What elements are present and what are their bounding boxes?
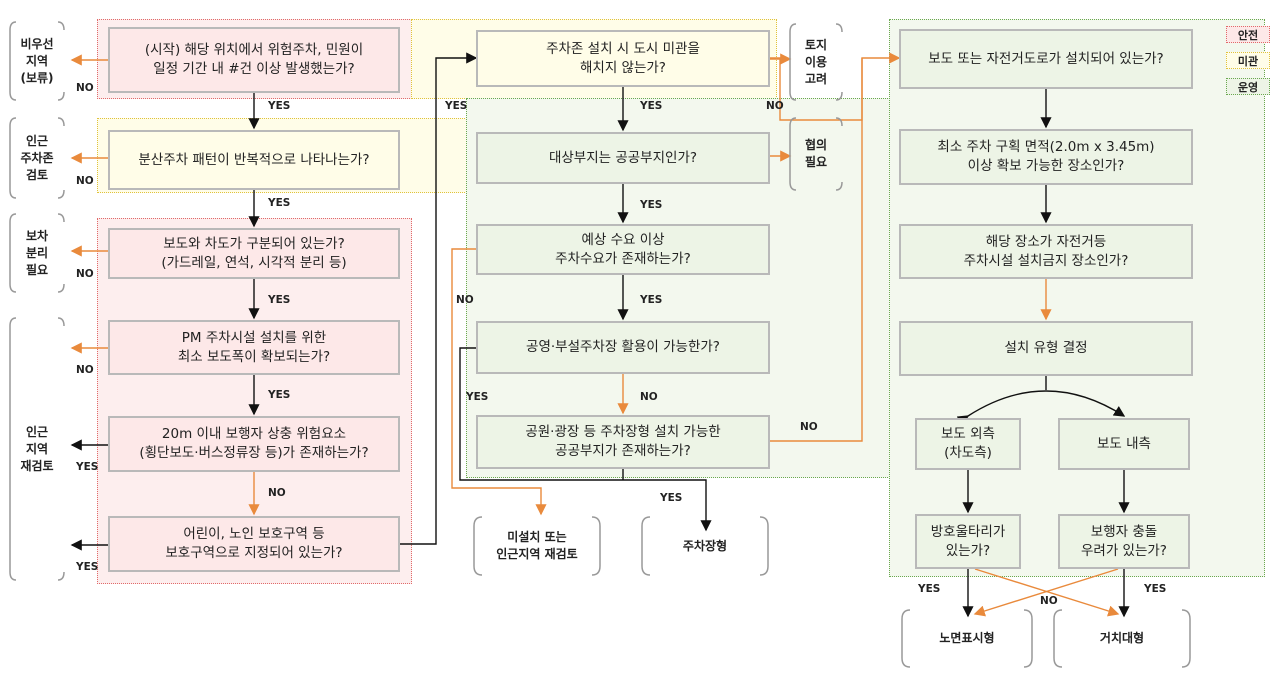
question-urban-aesthetics: 주차존 설치 시 도시 미관을 해치지 않는가?: [476, 30, 770, 87]
edge-label-yes: YES: [640, 294, 663, 306]
edge-label-yes: YES: [268, 294, 291, 306]
outcome-land-use: 토지 이용 고려: [804, 37, 828, 86]
legend-operate: 운영: [1226, 78, 1270, 95]
question-parking-demand: 예상 수요 이상 주차수요가 존재하는가?: [476, 224, 770, 275]
outcome-nearby-area-review: 인근 지역 재검토: [20, 424, 54, 473]
edge-label-no: NO: [456, 294, 474, 306]
sidewalk-inner: 보도 내측: [1058, 418, 1190, 470]
edge-label-no: NO: [76, 82, 94, 94]
question-hazard-parking: (시작) 해당 위치에서 위험주차, 민원이 일정 기간 내 #건 이상 발생했…: [108, 27, 400, 93]
edge-label-yes: YES: [660, 492, 683, 504]
outcome-separation-needed: 보차 분리 필요: [25, 228, 49, 277]
operate-region-right: [889, 19, 1265, 577]
edge-label-no: NO: [640, 391, 658, 403]
outcome-not-installed: 미설치 또는 인근지역 재검토: [496, 530, 578, 561]
question-park-plaza: 공원·광장 등 주차장형 설치 가능한 공공부지가 존재하는가?: [476, 415, 770, 469]
outcome-nearby-zone: 인근 주차존 검토: [20, 133, 54, 182]
legend-safety: 안전: [1226, 26, 1270, 43]
outcome-parking-lot-type: 주차장형: [682, 538, 728, 553]
edge-label-no: NO: [766, 100, 784, 112]
question-protection-zone: 어린이, 노인 보호구역 등 보호구역으로 지정되어 있는가?: [108, 516, 400, 572]
edge-label-yes: YES: [640, 199, 663, 211]
edge-label-yes: YES: [268, 197, 291, 209]
sidewalk-outer: 보도 외측 (차도측): [915, 418, 1021, 470]
edge-label-no: NO: [800, 421, 818, 433]
edge-label-no: NO: [76, 175, 94, 187]
question-guard-fence: 방호울타리가 있는가?: [915, 514, 1021, 569]
legend-beauty: 미관: [1226, 52, 1270, 69]
edge-label-no: NO: [76, 268, 94, 280]
question-public-parking-lot: 공영·부설주차장 활용이 가능한가?: [476, 321, 770, 374]
question-prohibited-place: 해당 장소가 자전거등 주차시설 설치금지 장소인가?: [899, 224, 1193, 279]
question-pedestrian-conflict: 20m 이내 보행자 상충 위험요소 (횡단보도·버스정류장 등)가 존재하는가…: [108, 416, 400, 472]
edge-label-yes: YES: [918, 583, 941, 595]
edge-label-no: NO: [268, 487, 286, 499]
outcome-consultation: 협의 필요: [804, 138, 828, 169]
question-min-parking-area: 최소 주차 구획 면적(2.0m x 3.45m) 이상 확보 가능한 장소인가…: [899, 129, 1193, 185]
outcome-road-marking-type: 노면표시형: [939, 631, 995, 645]
outcome-rack-type: 거치대형: [1099, 631, 1145, 645]
question-scattered-parking: 분산주차 패턴이 반복적으로 나타나는가?: [108, 130, 400, 190]
edge-label-yes: YES: [466, 391, 489, 403]
edge-label-yes: YES: [1144, 583, 1167, 595]
edge-label-yes: YES: [76, 561, 99, 573]
question-min-sidewalk-width: PM 주차시설 설치를 위한 최소 보도폭이 확보되는가?: [108, 320, 400, 375]
question-sidewalk-separation: 보도와 차도가 구분되어 있는가? (가드레일, 연석, 시각적 분리 등): [108, 228, 400, 279]
edge-label-no: NO: [1040, 595, 1058, 607]
edge-label-yes: YES: [268, 389, 291, 401]
edge-label-yes: YES: [640, 100, 663, 112]
bracket-left1: [9, 21, 17, 101]
question-pedestrian-collision: 보행자 충돌 우려가 있는가?: [1058, 514, 1190, 569]
edge-label-yes: YES: [445, 100, 468, 112]
edge-label-yes: YES: [268, 100, 291, 112]
install-type-decision: 설치 유형 결정: [899, 321, 1193, 376]
question-public-land: 대상부지는 공공부지인가?: [476, 132, 770, 184]
edge-label-yes: YES: [76, 461, 99, 473]
outcome-non-priority: 비우선 지역 (보류): [20, 36, 54, 85]
question-sidewalk-bikeway: 보도 또는 자전거도로가 설치되어 있는가?: [899, 29, 1193, 89]
edge-label-no: NO: [76, 364, 94, 376]
